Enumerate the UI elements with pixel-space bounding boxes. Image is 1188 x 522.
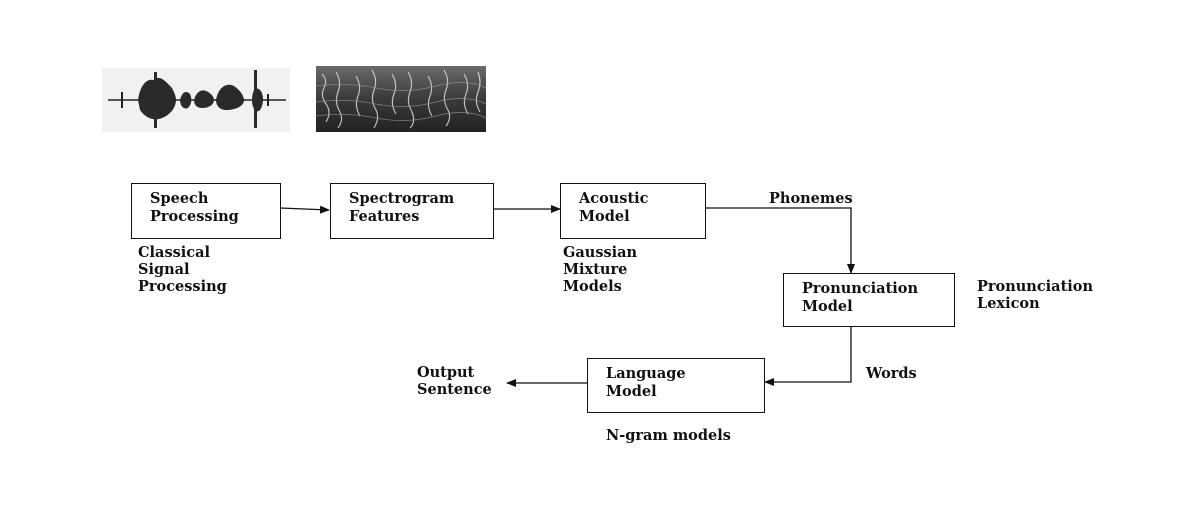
arrow-acoustic-to-pronunciation — [706, 207, 855, 274]
box-line: Speech — [150, 190, 209, 207]
box-line: Model — [802, 298, 853, 315]
label-line: Sentence — [417, 381, 492, 398]
gaussian-mixture-models-label: Gaussian Mixture Models — [563, 244, 637, 295]
label-line: Processing — [138, 278, 227, 295]
box-line: Spectrogram — [349, 190, 455, 207]
n-gram-models-label: N-gram models — [606, 427, 731, 444]
waveform-icon — [102, 68, 290, 132]
label-line: Classical — [138, 244, 211, 261]
label-line: Pronunciation — [977, 278, 1093, 295]
label-line: Lexicon — [977, 295, 1040, 312]
arrow-pronunciation-to-language — [764, 327, 852, 386]
label-line: Output — [417, 364, 475, 381]
box-line: Pronunciation — [802, 280, 918, 297]
acoustic-model-box: Acoustic Model — [560, 183, 706, 239]
label-line: Models — [563, 278, 622, 295]
label-line: Signal — [138, 261, 190, 278]
box-line: Language — [606, 365, 686, 382]
language-model-box: Language Model — [587, 358, 765, 413]
pronunciation-lexicon-label: Pronunciation Lexicon — [977, 278, 1093, 312]
box-line: Processing — [150, 208, 239, 225]
pronunciation-model-box: Pronunciation Model — [783, 273, 955, 327]
label-line: N-gram models — [606, 427, 731, 444]
box-line: Acoustic — [579, 190, 649, 207]
box-line: Features — [349, 208, 420, 225]
spectrogram-icon — [316, 66, 486, 132]
box-line: Model — [606, 383, 657, 400]
label-line: Gaussian — [563, 244, 638, 261]
box-line: Model — [579, 208, 630, 225]
speech-processing-box: Speech Processing — [131, 183, 281, 239]
phonemes-label: Phonemes — [769, 190, 853, 207]
classical-signal-processing-label: Classical Signal Processing — [138, 244, 227, 295]
output-sentence-label: Output Sentence — [417, 364, 492, 398]
spectrogram-features-box: Spectrogram Features — [330, 183, 494, 239]
label-line: Words — [866, 365, 917, 382]
label-line: Mixture — [563, 261, 628, 278]
words-label: Words — [866, 365, 917, 382]
arrow-speech-to-spectrogram — [279, 205, 330, 214]
label-line: Phonemes — [769, 190, 853, 207]
